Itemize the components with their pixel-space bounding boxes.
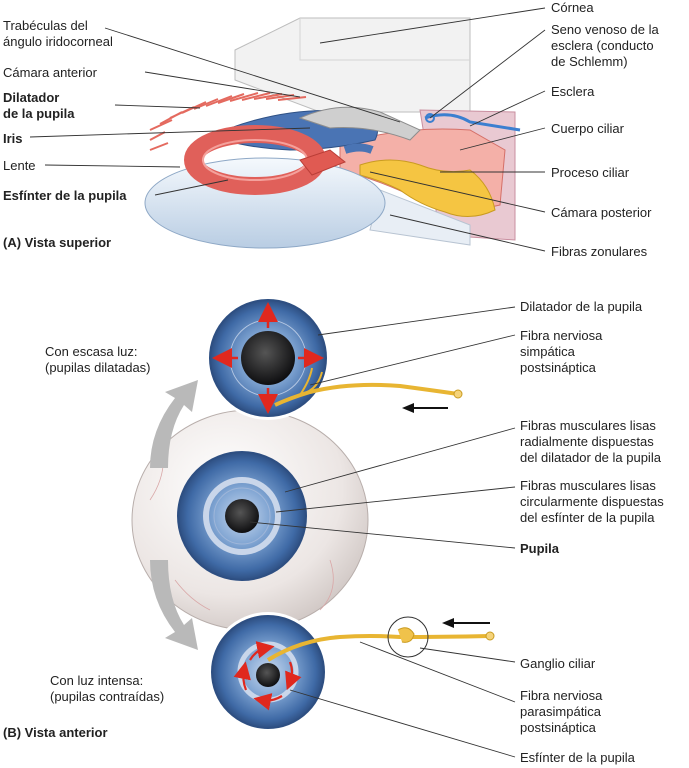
- dilator-fringe: [149, 92, 307, 151]
- pupil-dilated: [241, 331, 295, 385]
- label-camara-anterior: Cámara anterior: [3, 65, 97, 80]
- label-fibra-parasimpatica: Fibra nerviosa parasimpática postsinápti…: [520, 688, 603, 735]
- label-dilatador-a: Dilatador de la pupila: [3, 90, 75, 121]
- label-fibra-simpatica: Fibra nerviosa simpática postsináptica: [520, 328, 603, 375]
- label-seno-venoso: Seno venoso de la esclera (conducto de S…: [551, 22, 659, 69]
- caption-b: (B) Vista anterior: [3, 725, 108, 740]
- lens-shape: [144, 157, 386, 249]
- pupil-constricted: [256, 663, 280, 687]
- label-esclera: Esclera: [551, 84, 595, 99]
- label-pupila: Pupila: [520, 541, 560, 556]
- label-cornea: Córnea: [551, 0, 594, 15]
- panel-b-leaders: [249, 306, 516, 758]
- label-dilatador-b: Dilatador de la pupila: [520, 299, 643, 314]
- panel-b-anterior-view: [131, 296, 516, 758]
- sympathetic-nerve: [274, 382, 459, 407]
- eye-constricted: [208, 612, 328, 732]
- grey-arrow-down: [150, 560, 198, 650]
- label-luz-intensa: Con luz intensa: (pupilas contraídas): [50, 673, 165, 704]
- grey-arrow-up: [150, 380, 198, 468]
- ciliary-ganglion-circle: [387, 616, 429, 658]
- label-ganglio: Ganglio ciliar: [520, 656, 596, 671]
- label-camara-posterior: Cámara posterior: [551, 205, 652, 220]
- caption-a: (A) Vista superior: [3, 235, 112, 250]
- label-fibras-circulares: Fibras musculares lisas circularmente di…: [520, 478, 664, 525]
- pupil-middle: [225, 499, 259, 533]
- label-trabeculas: Trabéculas del ángulo iridocorneal: [3, 18, 113, 49]
- label-fibras-zonulares: Fibras zonulares: [551, 244, 648, 259]
- panel-a-leaders: [29, 7, 546, 252]
- label-escasa-luz: Con escasa luz: (pupilas dilatadas): [45, 344, 151, 375]
- label-cuerpo-ciliar: Cuerpo ciliar: [551, 121, 624, 136]
- label-iris: Iris: [3, 131, 23, 146]
- label-lente: Lente: [3, 158, 36, 173]
- parasympathetic-nerve: [266, 634, 491, 662]
- label-fibras-radiales: Fibras musculares lisas radialmente disp…: [520, 418, 661, 465]
- eye-middle: [177, 451, 307, 581]
- label-esfinter-b: Esfínter de la pupila: [520, 750, 635, 765]
- label-proceso-ciliar: Proceso ciliar: [551, 165, 630, 180]
- eye-dilated: [206, 296, 330, 420]
- panel-a-superior-view: [29, 7, 546, 252]
- label-esfinter-a: Esfínter de la pupila: [3, 188, 127, 203]
- ciliary-process-shape: [359, 159, 496, 217]
